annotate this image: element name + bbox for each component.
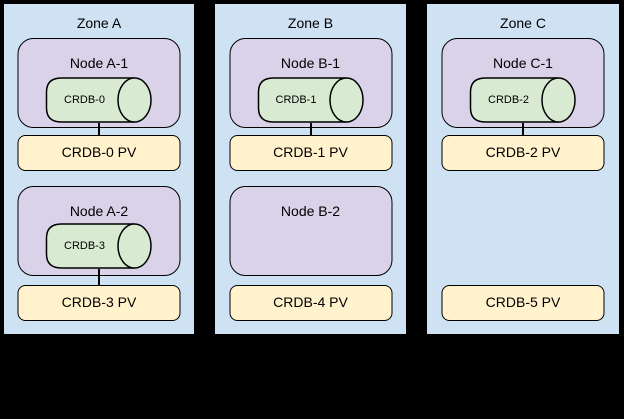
crdb-1-pv: CRDB-1 PV — [229, 135, 392, 171]
crdb-3-cylinder: CRDB-3 — [45, 223, 153, 269]
node-b-2-label: Node B-2 — [280, 203, 341, 219]
zone-a-label: Zone A — [76, 15, 122, 31]
crdb-0-cylinder-label: CRDB-0 — [64, 94, 105, 106]
crdb-0-cylinder: CRDB-0 — [45, 77, 153, 123]
crdb-2-cylinder: CRDB-2 — [469, 77, 577, 123]
zone-b: Zone B Node B-1 CRDB-1 CRDB-1 PV Node B-… — [213, 2, 408, 336]
zone-b-label: Zone B — [287, 15, 334, 31]
node-a-2-label: Node A-2 — [69, 203, 129, 219]
crdb-4-pv: CRDB-4 PV — [229, 285, 392, 321]
zone-c: Zone C Node C-1 CRDB-2 CRDB-2 PV CRDB-5 … — [425, 2, 621, 336]
zone-c-label: Zone C — [500, 15, 546, 31]
node-b-1-label: Node B-1 — [280, 55, 341, 71]
connector-line — [309, 123, 312, 135]
database-cylinder-icon — [469, 77, 576, 123]
crdb-2-pv: CRDB-2 PV — [441, 135, 605, 171]
database-cylinder-icon — [45, 223, 152, 269]
database-cylinder-icon — [257, 77, 364, 123]
crdb-5-pv: CRDB-5 PV — [441, 285, 605, 321]
connector-line — [98, 269, 100, 285]
crdb-3-pv: CRDB-3 PV — [17, 285, 181, 321]
zone-a: Zone A Node A-1 CRDB-0 CRDB-0 PV Node A-… — [2, 2, 196, 336]
node-b-2: Node B-2 — [229, 186, 392, 276]
node-c-1-label: Node C-1 — [493, 55, 553, 71]
connector-line — [522, 123, 524, 135]
crdb-1-cylinder: CRDB-1 — [257, 77, 364, 123]
node-a-1-label: Node A-1 — [69, 55, 129, 71]
crdb-3-cylinder-label: CRDB-3 — [64, 240, 105, 252]
connector-line — [98, 123, 100, 135]
crdb-2-cylinder-label: CRDB-2 — [488, 94, 529, 106]
crdb-0-pv: CRDB-0 PV — [17, 135, 181, 171]
database-cylinder-icon — [45, 77, 152, 123]
crdb-1-cylinder-label: CRDB-1 — [275, 94, 317, 106]
